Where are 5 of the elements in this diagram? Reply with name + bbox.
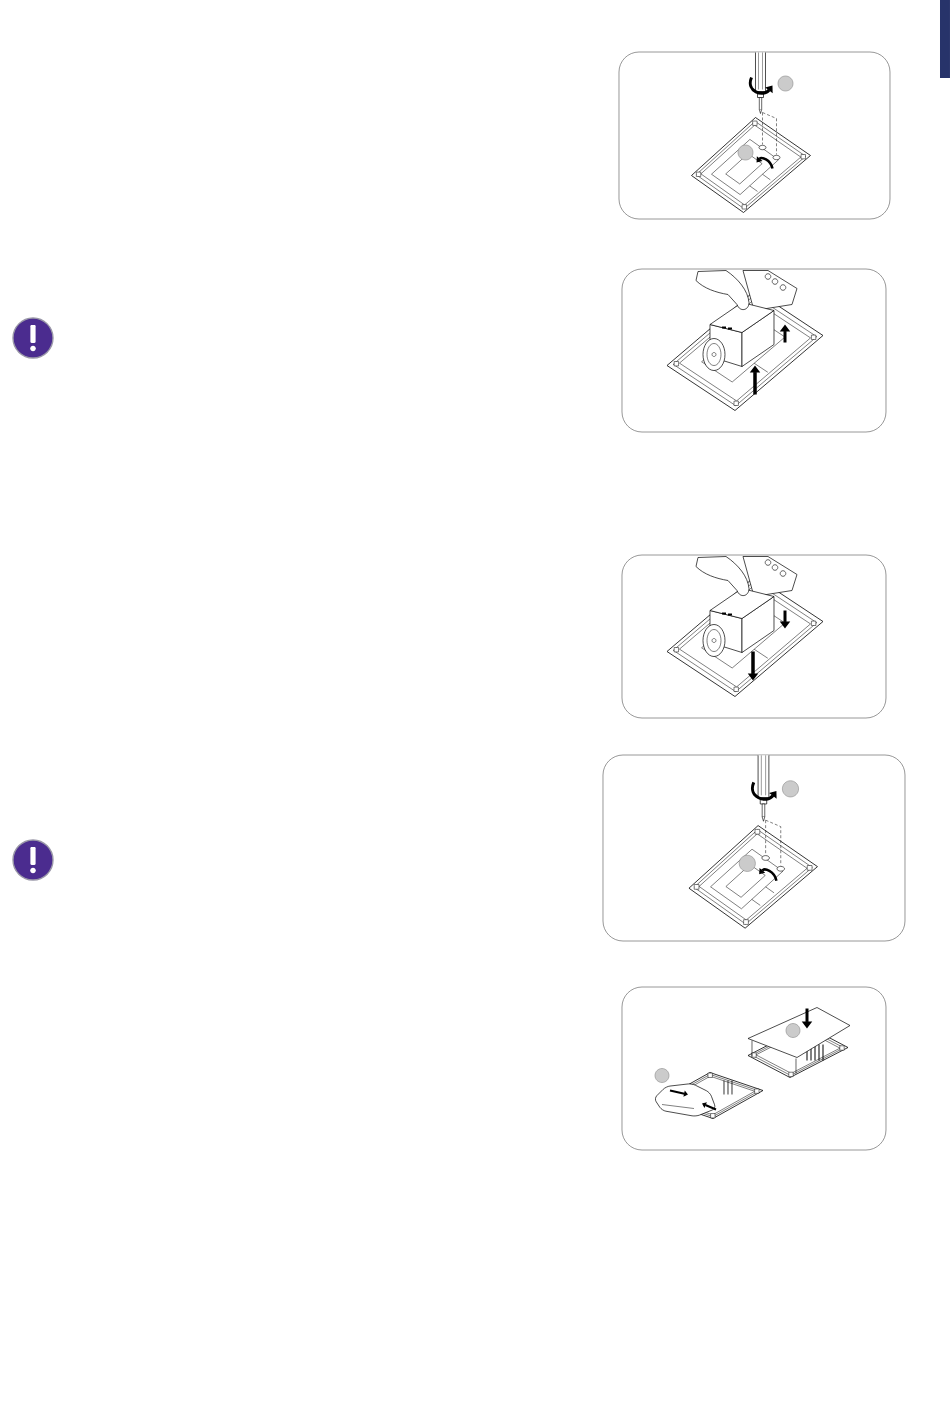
illustration-frame xyxy=(621,268,887,433)
illustration-frame xyxy=(621,986,887,1151)
illustration-frame xyxy=(618,51,891,220)
illustration-frame xyxy=(621,554,887,719)
illustration-frame xyxy=(602,754,906,942)
